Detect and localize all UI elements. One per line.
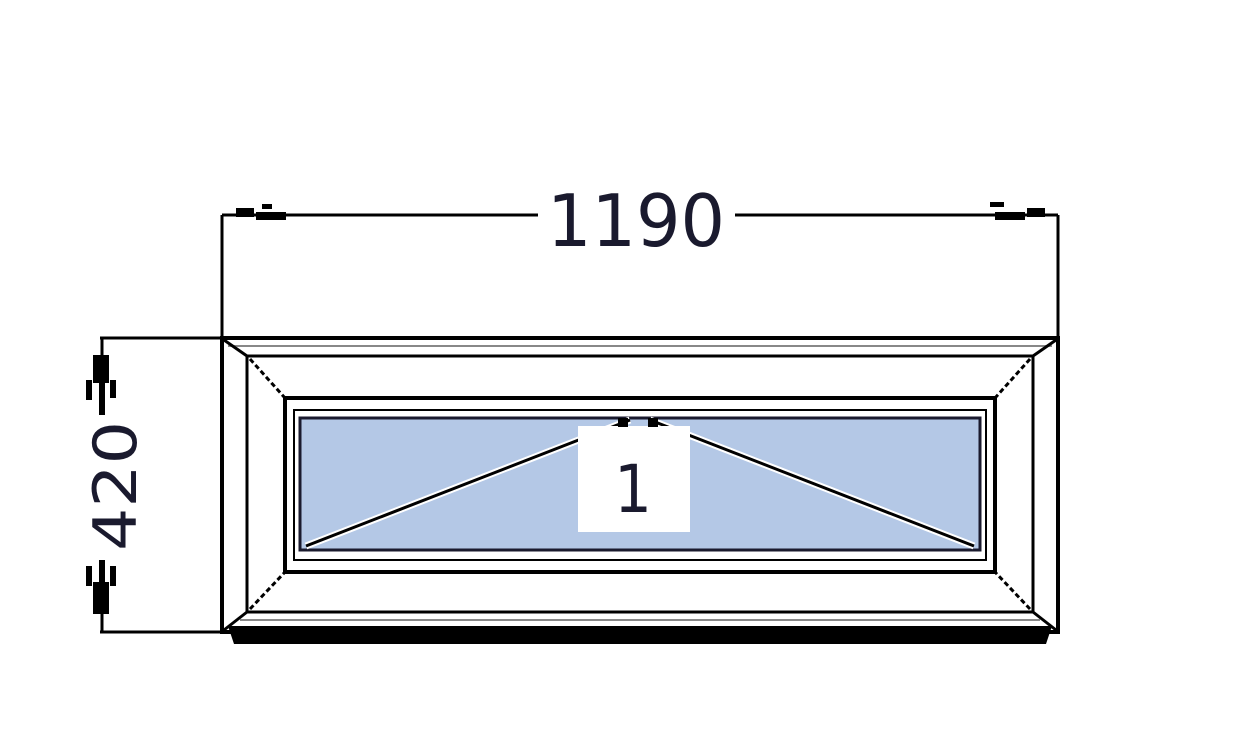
- arrow-left-icon: [236, 204, 286, 220]
- width-label: 1190: [547, 179, 725, 263]
- sash-number: 1: [614, 451, 652, 528]
- arrow-down-icon: [86, 560, 116, 614]
- height-label: 420: [81, 421, 151, 551]
- width-dimension: 1190: [220, 179, 1060, 338]
- arrow-right-icon: [990, 202, 1045, 220]
- height-dimension: 420: [81, 336, 222, 634]
- sash-number-badge: 1: [578, 418, 690, 532]
- arrow-up-icon: [86, 355, 116, 415]
